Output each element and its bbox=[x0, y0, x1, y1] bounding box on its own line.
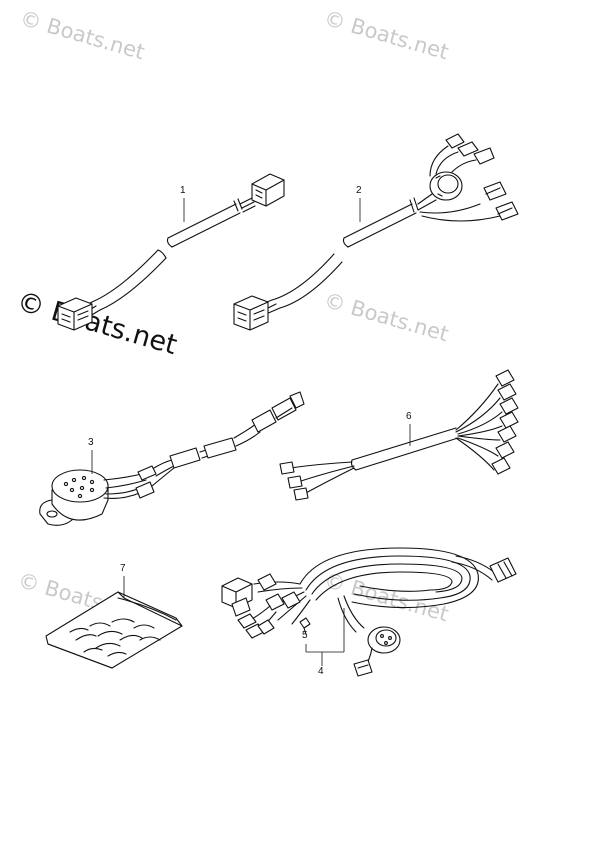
callout-5[interactable]: 5 bbox=[302, 630, 308, 641]
callout-7[interactable]: 7 bbox=[120, 563, 126, 574]
part-3-buzzer bbox=[39, 391, 305, 526]
part-4-main-harness bbox=[221, 547, 517, 677]
callout-2[interactable]: 2 bbox=[356, 185, 362, 196]
part-2-harness bbox=[233, 133, 519, 331]
callout-1[interactable]: 1 bbox=[180, 185, 186, 196]
callout-4[interactable]: 4 bbox=[318, 666, 324, 677]
part-7-bag bbox=[45, 576, 183, 669]
callout-3[interactable]: 3 bbox=[88, 437, 94, 448]
part-1-harness bbox=[57, 173, 285, 331]
callout-6[interactable]: 6 bbox=[406, 411, 412, 422]
part-6-harness bbox=[279, 369, 519, 501]
